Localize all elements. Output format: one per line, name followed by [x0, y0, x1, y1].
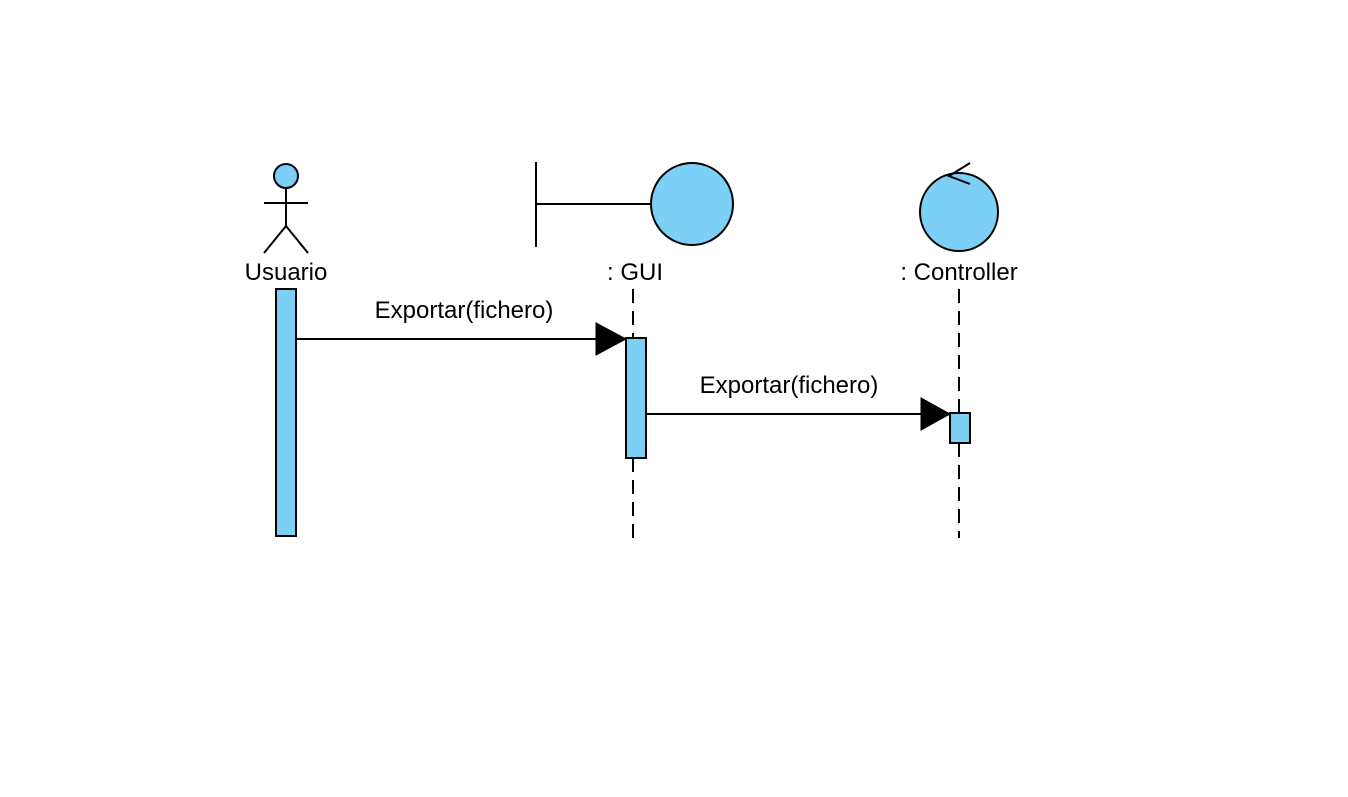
participant-controller[interactable]: : Controller	[900, 162, 1018, 538]
boundary-icon	[535, 162, 734, 247]
participant-gui[interactable]: : GUI	[535, 162, 734, 538]
arrowhead-icon	[595, 322, 628, 356]
participant-label-controller: : Controller	[900, 259, 1017, 286]
activation-bar-usuario	[275, 288, 297, 537]
message-2[interactable]: Exportar(fichero)	[646, 372, 952, 431]
participant-usuario[interactable]: Usuario	[245, 163, 328, 537]
activation-bar-controller	[949, 412, 971, 444]
actor-icon	[263, 163, 309, 254]
participant-label-gui: : GUI	[607, 259, 663, 286]
message-label-1: Exportar(fichero)	[375, 297, 554, 324]
activation-bar-gui	[625, 337, 647, 459]
control-icon	[919, 162, 999, 252]
arrowhead-icon	[920, 397, 952, 431]
participant-label-usuario: Usuario	[245, 259, 328, 286]
message-1[interactable]: Exportar(fichero)	[296, 297, 628, 356]
message-label-2: Exportar(fichero)	[700, 372, 879, 399]
